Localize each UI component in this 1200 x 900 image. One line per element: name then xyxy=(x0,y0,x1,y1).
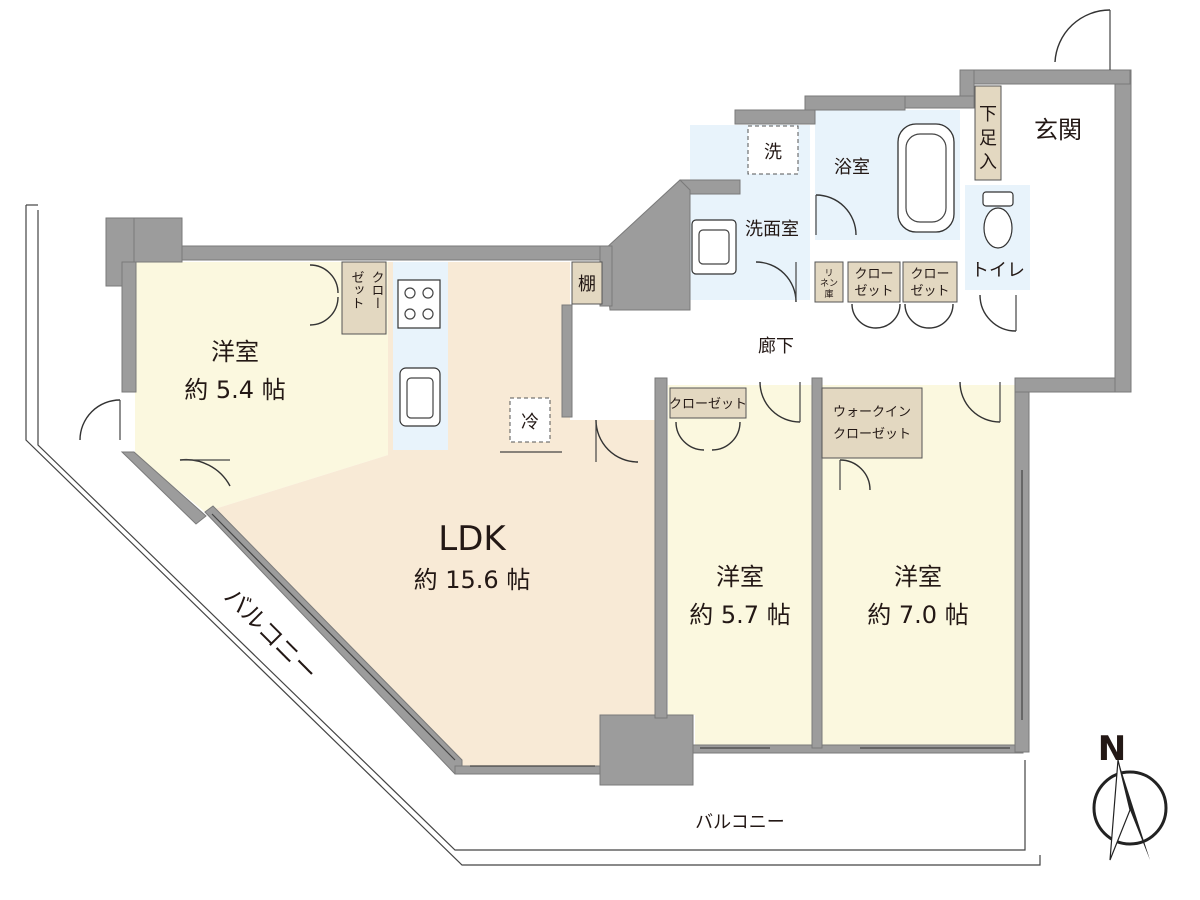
closet-a-label-1: クロー xyxy=(854,267,893,282)
compass-north-label: N xyxy=(1098,729,1126,769)
closet-mid-label: クローゼット xyxy=(669,397,747,412)
ldk-name: LDK xyxy=(438,519,507,559)
linen-label-1: リ xyxy=(824,269,833,279)
western-room-left-floor xyxy=(135,262,388,512)
linen-label-2: ネン xyxy=(820,278,838,289)
washer-icon: 洗 xyxy=(747,125,799,175)
shoe-box-label-3: 入 xyxy=(979,152,997,173)
entrance-name: 玄関 xyxy=(1034,116,1082,144)
shoe-box-label-2: 足 xyxy=(979,128,997,149)
closet-a xyxy=(847,261,901,303)
sink-icon xyxy=(399,367,441,427)
bath-name: 浴室 xyxy=(834,157,870,178)
closet-a-label-2: ゼット xyxy=(854,284,893,299)
fridge-label: 冷 xyxy=(521,412,539,433)
western-room-left-size: 約 5.4 帖 xyxy=(184,376,285,404)
walls xyxy=(105,69,1132,786)
balcony-outline xyxy=(25,204,1041,866)
linen-label-3: 庫 xyxy=(824,288,833,300)
doors xyxy=(79,9,1111,491)
western-room-mid-name: 洋室 xyxy=(716,563,764,591)
corridor-floor xyxy=(570,300,1115,380)
closet-b-label-2: ゼット xyxy=(910,284,949,299)
western-room-mid-floor xyxy=(668,385,815,745)
bathtub-icon xyxy=(897,123,955,233)
balcony-bottom-label: バルコニー xyxy=(695,812,785,833)
closet-left-label-1: クロー xyxy=(369,271,384,310)
toilet-name: トイレ xyxy=(971,260,1025,281)
shelf xyxy=(571,261,603,305)
stove-icon xyxy=(397,279,441,329)
walkin-label-1: ウォークイン xyxy=(833,405,911,420)
windows xyxy=(211,470,1023,767)
walkin-closet xyxy=(821,387,923,459)
corridor-name: 廊下 xyxy=(758,336,794,357)
washbasin-icon xyxy=(691,219,737,275)
shoe-box-label-1: 下 xyxy=(979,104,997,125)
closet-mid xyxy=(669,387,747,419)
closet-left xyxy=(341,261,387,335)
fridge-icon: 冷 xyxy=(509,397,551,443)
closet-b-label-1: クロー xyxy=(910,267,949,282)
western-room-left-name: 洋室 xyxy=(211,338,259,366)
compass-icon: N xyxy=(1092,729,1168,861)
western-room-right-size: 約 7.0 帖 xyxy=(867,601,968,629)
western-room-right-name: 洋室 xyxy=(894,563,942,591)
linen-closet xyxy=(814,261,844,303)
ldk-floor xyxy=(205,262,660,768)
closet-left-label-2: ゼット xyxy=(349,271,365,310)
closet-b xyxy=(902,261,958,303)
western-room-mid-size: 約 5.7 帖 xyxy=(689,601,790,629)
washer-label: 洗 xyxy=(764,142,782,163)
ldk-size: 約 15.6 帖 xyxy=(414,566,531,594)
shelf-label: 棚 xyxy=(578,274,596,295)
toilet-icon xyxy=(982,191,1014,249)
shoe-box xyxy=(974,85,1002,181)
walkin-label-2: クローゼット xyxy=(833,427,911,442)
western-room-right-floor xyxy=(822,385,1015,745)
washroom-name: 洗面室 xyxy=(745,219,799,240)
